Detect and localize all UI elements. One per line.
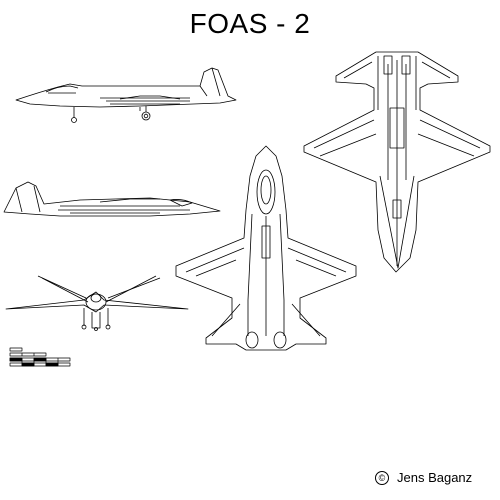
side-view-upper	[16, 68, 236, 123]
top-view	[176, 146, 356, 350]
front-view	[6, 276, 188, 331]
author-name: Jens Baganz	[397, 470, 473, 485]
author-credit: © Jens Baganz	[375, 470, 472, 485]
copyright-symbol: ©	[375, 471, 389, 485]
scale-bar	[10, 348, 70, 366]
drawing-title: FOAS - 2	[189, 8, 311, 39]
side-view-lower	[4, 182, 220, 216]
underside-view	[304, 52, 490, 272]
